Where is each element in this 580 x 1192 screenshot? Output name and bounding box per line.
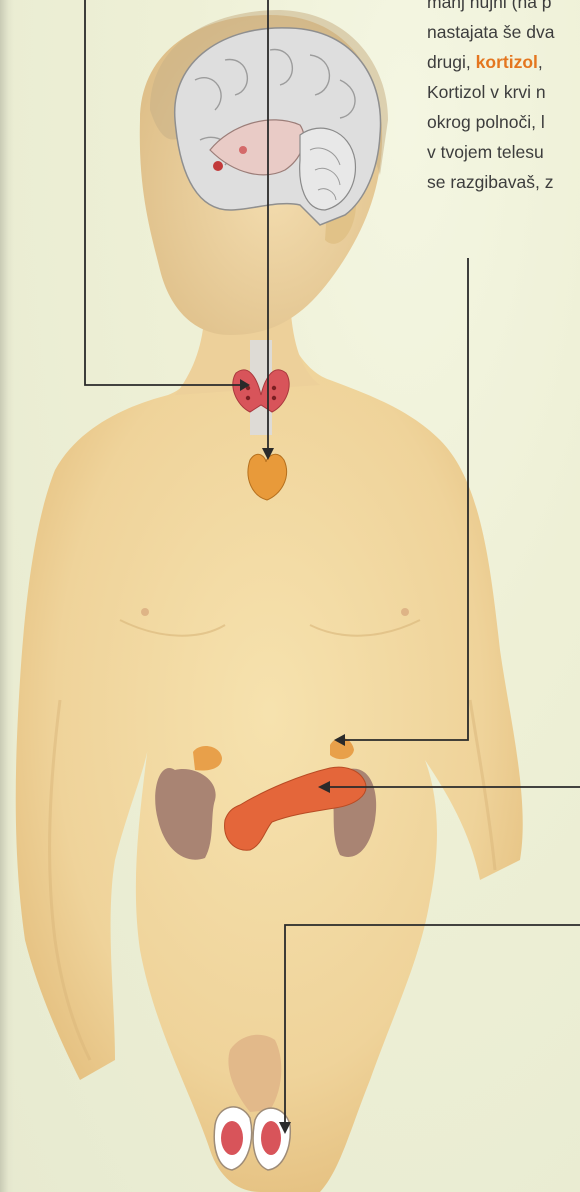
text-line: nastajata še dva <box>427 17 580 47</box>
text-line: Kortizol v krvi n <box>427 77 580 107</box>
brain-icon <box>175 28 381 225</box>
text-fragment: drugi, <box>427 52 476 72</box>
text-line: drugi, kortizol, <box>427 47 580 77</box>
body-text: manj nujni (na p nastajata še dva drugi,… <box>427 0 580 197</box>
text-line: v tvojem telesu <box>427 137 580 167</box>
text-fragment: , <box>538 52 543 72</box>
highlighted-term: kortizol <box>476 52 538 72</box>
text-line: manj nujni (na p <box>427 0 580 17</box>
text-line: se razgibavaš, z <box>427 167 580 197</box>
text-line: okrog polnoči, l <box>427 107 580 137</box>
